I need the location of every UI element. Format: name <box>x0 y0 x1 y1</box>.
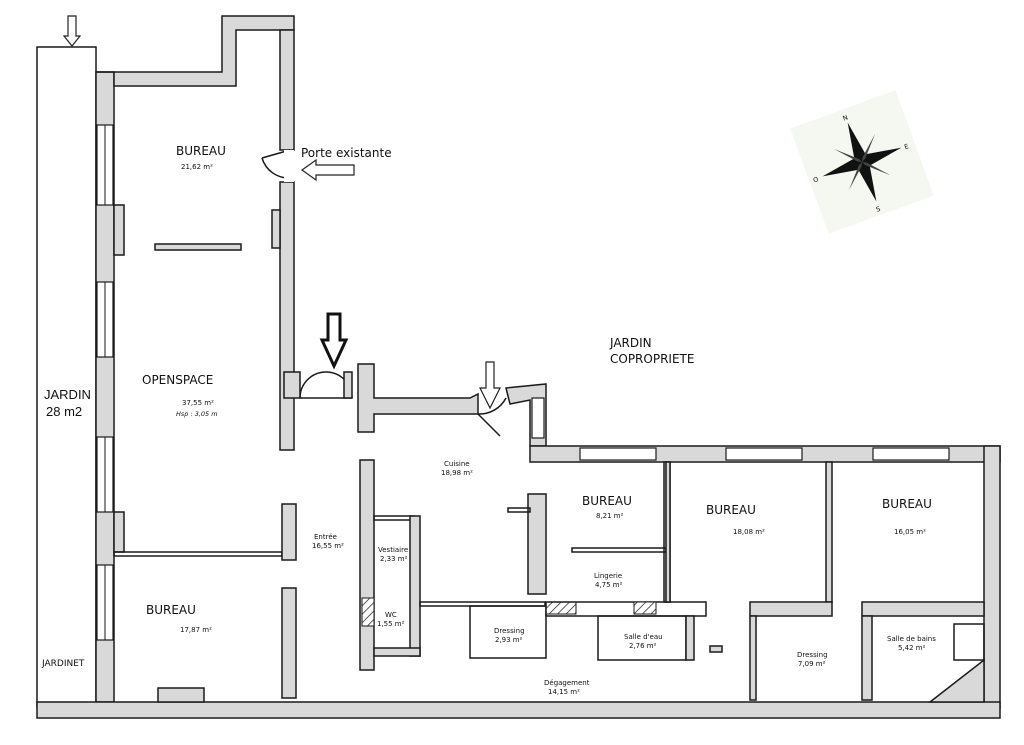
wall-bottom-notch <box>157 687 205 703</box>
wall-stub-b <box>709 645 723 653</box>
compass-e: E <box>903 142 910 151</box>
area-bureau-right: 16,05 m² <box>894 528 926 536</box>
area-bureau-top: 21,62 m² <box>181 163 213 171</box>
compass-n: N <box>842 113 849 122</box>
compass-o: O <box>812 175 820 184</box>
wall-jamb-1 <box>271 209 281 249</box>
beam-partition <box>154 243 242 251</box>
window-r2 <box>725 447 803 461</box>
wall-pier-1 <box>113 204 125 256</box>
label-bureau-mid: BUREAU <box>706 503 756 517</box>
label-dressing-2: Dressing <box>797 651 828 659</box>
label-salle-de-bains: Salle de bains <box>887 635 936 643</box>
arrow-garden-icon <box>62 15 82 47</box>
label-openspace: OPENSPACE <box>142 373 213 387</box>
window-r3 <box>872 447 950 461</box>
arrow-existing-door-icon <box>300 158 355 182</box>
area-vestiaire: 2,33 m² <box>380 555 408 563</box>
wall-wc-bottom <box>373 647 421 657</box>
window-r1 <box>579 447 657 461</box>
label-bureau-small: BUREAU <box>582 494 632 508</box>
wall-vestiaire-inner <box>373 515 415 521</box>
label-bureau-bl: BUREAU <box>146 603 196 617</box>
area-bureau-bl: 17,87 m² <box>180 626 212 634</box>
compass-s: S <box>875 205 882 214</box>
compass-rose-icon: N S E O <box>790 90 934 234</box>
area-salle-eau: 2,76 m² <box>629 642 657 650</box>
label-entree: Entrée <box>314 533 337 541</box>
area-degagement: 14,15 m² <box>548 688 580 696</box>
wall-vestiaire-left <box>359 459 375 671</box>
wall-entree-left <box>281 503 297 561</box>
wall-kitchen-right <box>527 493 547 595</box>
area-salle-de-bains: 5,42 m² <box>898 644 926 652</box>
wall-right-outer <box>983 445 1001 709</box>
wall-lingerie-top <box>571 547 667 553</box>
label-jardin-copro-1: JARDIN <box>609 336 652 350</box>
label-degagement: Dégagement <box>544 679 590 687</box>
area-openspace: 37,55 m² <box>182 399 214 407</box>
wall-pier-2 <box>113 511 125 553</box>
wall-entrance-right <box>343 371 353 399</box>
wall-bottom-outer <box>36 701 1001 719</box>
arrow-entrance-icon <box>319 312 349 370</box>
wall-bureau-mid-right <box>825 461 833 603</box>
label-salle-eau: Salle d'eau <box>624 633 663 641</box>
wall-entrance-left <box>283 371 301 399</box>
area-bureau-mid: 18,08 m² <box>733 528 765 536</box>
wall-kitchen-top <box>357 363 479 433</box>
area-bureau-small: 8,21 m² <box>596 512 624 520</box>
area-cuisine: 18,98 m² <box>441 469 473 477</box>
wall-sdb-left <box>861 615 873 701</box>
label-vestiaire: Vestiaire <box>378 546 408 554</box>
wall-dressing1 <box>469 605 547 659</box>
hatch-dressing1 <box>545 601 577 615</box>
hatch-lingerie <box>633 601 657 615</box>
label-jardin-area: 28 m2 <box>46 404 82 419</box>
wall-sdb-bottom <box>927 658 985 703</box>
wall-entree-left-2 <box>281 587 297 699</box>
arrow-kitchen-icon <box>479 361 501 410</box>
window-kitchen <box>531 397 545 439</box>
label-cuisine: Cuisine <box>444 460 470 468</box>
wall-dressing2-top <box>749 601 833 617</box>
label-bureau-right: BUREAU <box>882 497 932 511</box>
label-porte-existante: Porte existante <box>301 146 392 160</box>
wall-bureau-right-2 <box>279 181 295 451</box>
wall-kitchen-stub <box>507 507 531 513</box>
wall-top-left <box>96 15 295 87</box>
garden-strip <box>36 46 97 708</box>
door-kitchen <box>477 397 507 437</box>
label-wc: WC <box>385 611 397 619</box>
area-wc: 1,55 m² <box>377 620 405 628</box>
label-lingerie: Lingerie <box>594 572 622 580</box>
wall-stub-a <box>685 615 695 661</box>
label-bureau-top: BUREAU <box>176 144 226 158</box>
area-lingerie: 4,75 m² <box>595 581 623 589</box>
wall-sdb-top <box>861 601 985 617</box>
label-jardin: JARDIN <box>44 387 91 402</box>
hatch-wc <box>361 597 375 627</box>
label-dressing-1: Dressing <box>494 627 525 635</box>
wall-dressing2-left <box>749 615 757 701</box>
label-jardin-copro-2: COPROPRIETE <box>610 352 694 366</box>
wall-vestiaire-right <box>409 515 421 657</box>
area-dressing-2: 7,09 m² <box>798 660 826 668</box>
wall-bureau-mid-left <box>665 461 671 603</box>
wall-sdb-inner <box>953 623 985 661</box>
height-openspace: Hsp : 3,05 m <box>176 410 218 418</box>
area-entree: 16,55 m² <box>312 542 344 550</box>
wall-openspace-bottom <box>113 551 283 557</box>
area-dressing-1: 2,93 m² <box>495 636 523 644</box>
wall-bureau-right <box>279 29 295 151</box>
label-jardinet: JARDINET <box>41 659 85 669</box>
